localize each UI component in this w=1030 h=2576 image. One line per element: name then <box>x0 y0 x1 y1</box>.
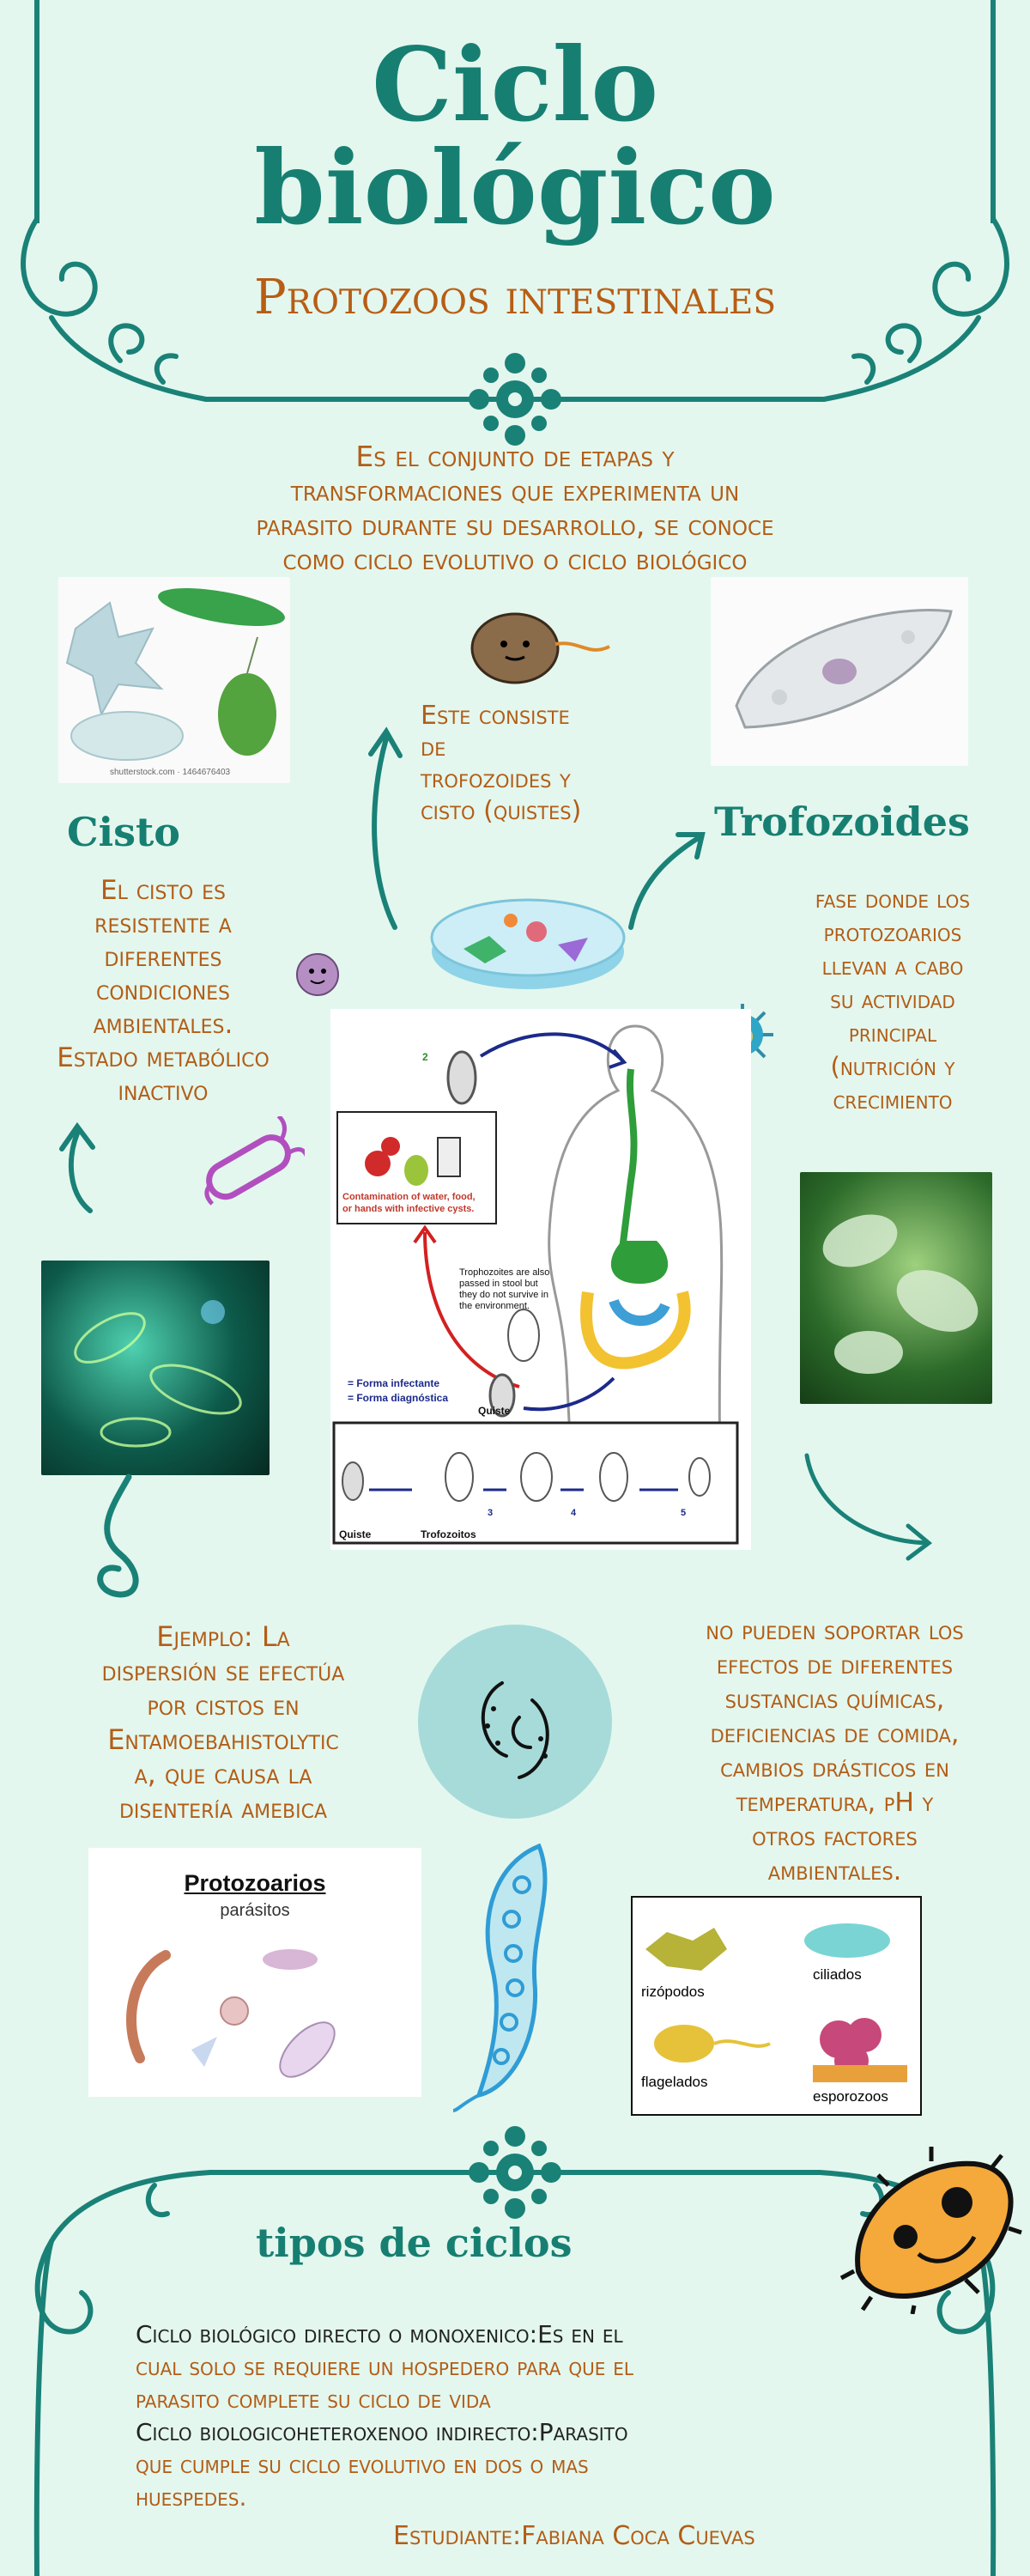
legend-infectante: = Forma infectante <box>348 1377 439 1389</box>
page-title-line1: Ciclo <box>371 25 659 144</box>
paramecium-cartoon-icon <box>839 2147 1022 2314</box>
protozoarios-card: Protozoarios parásitos <box>88 1848 421 2097</box>
bottom-trofozoitos-label: Trofozoitos <box>421 1528 476 1540</box>
tipos-text: Ciclo biológico directo o monoxenico:Es … <box>136 2320 634 2512</box>
group-rizopodos: rizópodos <box>641 1984 705 2000</box>
paramecium-illustration <box>711 577 968 766</box>
life-cycle-diagram: 2 Contamination of water, food, or hands… <box>330 1009 751 1550</box>
intro-text: Es el conjunto de etapas y transformacio… <box>256 440 774 576</box>
ejemplo-text: Ejemplo: La dispersión se efectúa por ci… <box>101 1620 345 1825</box>
stool-note-line4: the environment. <box>459 1301 530 1311</box>
top-ornament-swirls <box>21 216 1009 446</box>
bottom-quiste-label: Quiste <box>339 1528 372 1540</box>
arrow-up-left-icon <box>368 726 403 930</box>
bacteria-circle-icon <box>418 1625 612 1819</box>
blue-organism-icon <box>452 1843 548 2112</box>
trofozoides-heading: Trofozoides <box>714 799 970 845</box>
microscope-photo-cilia <box>800 1172 992 1404</box>
arrow-up-icon <box>59 1121 95 1213</box>
factores-text: no pueden soportar los efectos de difere… <box>706 1616 964 1886</box>
protozoarios-card-title: Protozoarios <box>184 1870 326 1896</box>
cyst-mascot-icon <box>470 612 610 684</box>
tipos-heading: tipos de ciclos <box>256 2220 573 2266</box>
stock-caption: shutterstock.com · 1464676403 <box>110 768 231 777</box>
protozoarios-card-subtitle: parásitos <box>220 1901 290 1920</box>
petri-dish-icon <box>430 898 626 989</box>
legend-diagnostica: = Forma diagnóstica <box>348 1392 448 1404</box>
group-esporozoos: esporozoos <box>813 2088 888 2105</box>
stool-note-line2: passed in stool but <box>459 1279 538 1289</box>
page-title-line2: biológico <box>254 128 776 247</box>
page-subtitle: Protozoos intestinales <box>253 270 777 325</box>
step-number-5: 5 <box>681 1508 686 1518</box>
protozoa-groups-card: rizópodos ciliados flagelados esporozoos <box>631 1896 922 2116</box>
arrow-up-right-icon <box>628 832 706 930</box>
consiste-text: Este consiste de trofozoides y cisto (qu… <box>421 701 582 826</box>
trofozoides-text: fase donde los protozoarios llevan a cab… <box>815 884 971 1115</box>
protozoa-illustration: shutterstock.com · 1464676403 <box>58 577 290 783</box>
bacteria-icon <box>204 1116 305 1206</box>
quiste-label: Quiste <box>478 1405 511 1417</box>
student-name: Estudiante:Fabiana Coca Cuevas <box>393 2521 755 2551</box>
stool-note-line3: they do not survive in <box>459 1290 548 1300</box>
group-flagelados: flagelados <box>641 2074 708 2090</box>
arrow-down-right-icon <box>804 1453 933 1561</box>
contamination-line1: Contamination of water, food, <box>342 1192 476 1202</box>
step-number-3: 3 <box>488 1508 493 1518</box>
step-number-2: 2 <box>422 1051 428 1063</box>
group-ciliados: ciliados <box>813 1966 862 1983</box>
contamination-line2: or hands with infective cysts. <box>342 1204 474 1214</box>
germ-face-icon <box>296 953 339 996</box>
bottom-ornament-icon <box>469 2126 561 2219</box>
cisto-text: El cisto es resistente a diferentes cond… <box>57 875 270 1107</box>
microscope-photo-green <box>41 1261 270 1475</box>
stool-note-line1: Trophozoites are also <box>459 1267 549 1278</box>
spiral-ornament-icon <box>97 1473 139 1598</box>
step-number-4: 4 <box>571 1508 577 1518</box>
ornament-icon <box>469 353 561 446</box>
cisto-heading: Cisto <box>67 809 180 855</box>
